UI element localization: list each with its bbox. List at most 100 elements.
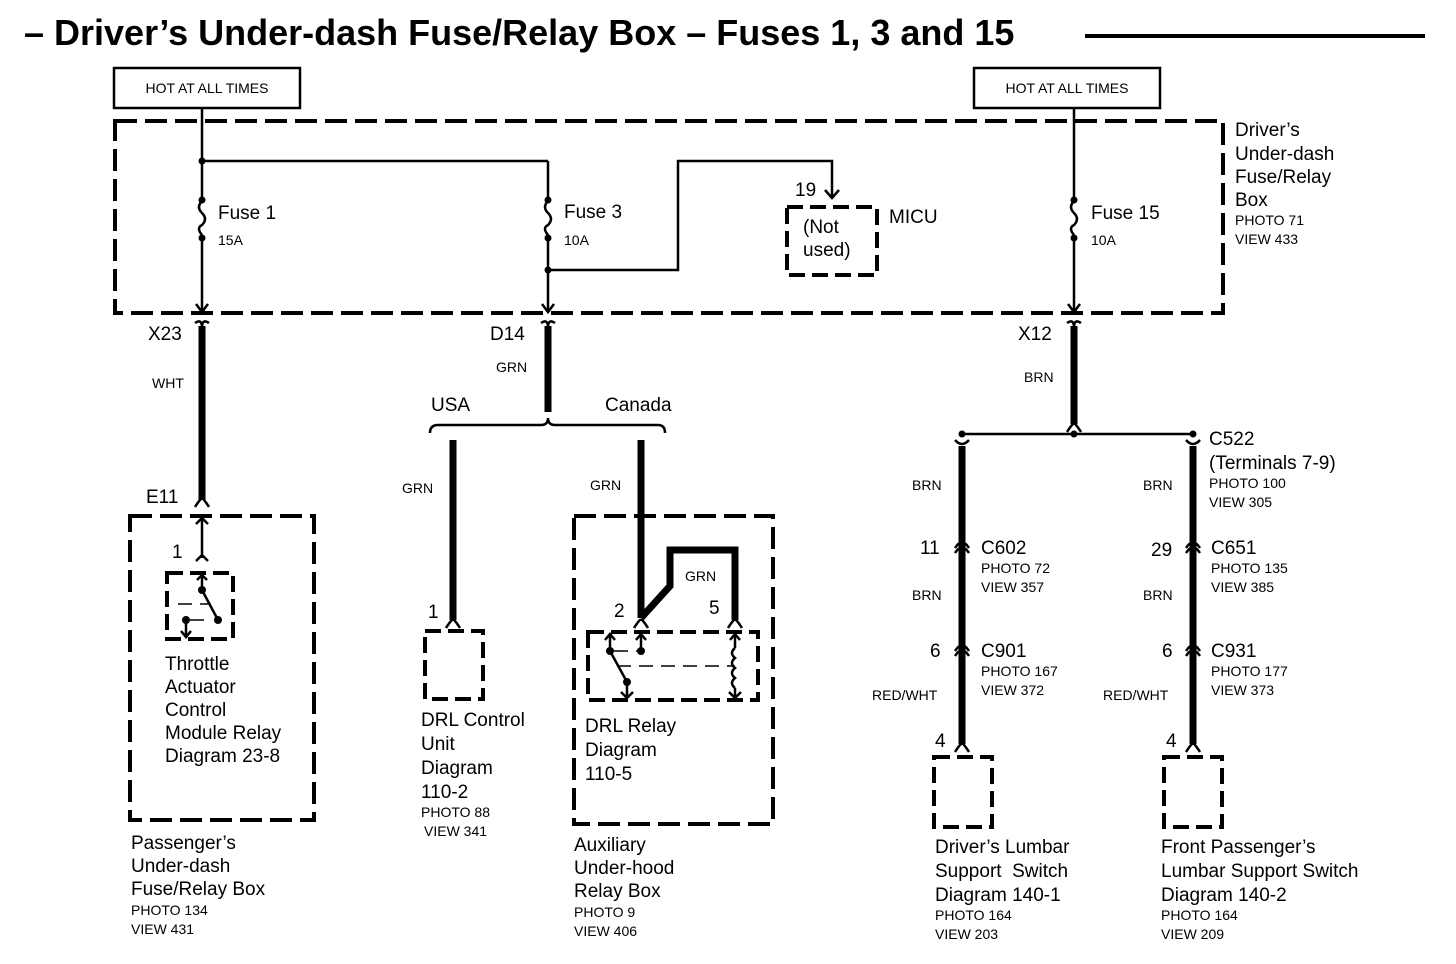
x12-label: X12 — [1018, 324, 1052, 345]
svg-text:11: 11 — [920, 538, 940, 559]
brn-main-label: BRN — [1024, 369, 1054, 385]
micu-label: MICU — [889, 207, 938, 228]
svg-text:DRL Relay: DRL Relay — [585, 716, 677, 737]
svg-text:4: 4 — [935, 731, 946, 752]
svg-text:PHOTO 167: PHOTO 167 — [981, 663, 1058, 679]
svg-text:Diagram 140-2: Diagram 140-2 — [1161, 885, 1287, 906]
svg-text:PHOTO 9: PHOTO 9 — [574, 904, 635, 920]
svg-text:PHOTO 135: PHOTO 135 — [1211, 560, 1288, 576]
svg-text:VIEW 203: VIEW 203 — [935, 926, 998, 942]
drl-relay-component: GRN GRN 2 5 DRL Relay Diagram 110-5 Auxi… — [572, 440, 775, 939]
driver-lumbar-circuit: BRN 11 C602 PHOTO 72 VIEW 357 BRN 6 C901… — [872, 439, 1070, 942]
fuse-1: Fuse 1 15A — [195, 108, 276, 315]
power-label-left: HOT AT ALL TIMES — [112, 66, 302, 110]
e11-label: E11 — [146, 487, 178, 508]
grn-usa-label: GRN — [402, 480, 433, 496]
redwht-right-label: RED/WHT — [1103, 687, 1169, 703]
brn-left-1-label: BRN — [912, 477, 942, 493]
drl-control-unit-component: GRN 1 DRL Control Unit Diagram 110-2 PHO… — [402, 440, 525, 839]
fuse-15: Fuse 15 10A — [1067, 108, 1160, 315]
svg-text:VIEW 373: VIEW 373 — [1211, 682, 1274, 698]
svg-text:Actuator: Actuator — [165, 677, 236, 698]
fuse-1-label: Fuse 1 — [218, 203, 276, 224]
svg-text:Lumbar Support Switch: Lumbar Support Switch — [1161, 861, 1359, 882]
passenger-lumbar-circuit: BRN 29 C651 PHOTO 135 VIEW 385 BRN 6 C93… — [1103, 439, 1359, 942]
c522-connector: C522 (Terminals 7-9) PHOTO 100 VIEW 305 — [1209, 429, 1336, 510]
svg-text:29: 29 — [1151, 540, 1172, 561]
micu-pin: 19 — [795, 180, 816, 201]
svg-text:Support Switch: Support Switch — [935, 861, 1068, 882]
usa-canada-brace — [428, 417, 667, 434]
c602-label: C602 — [981, 538, 1026, 559]
svg-text:Control: Control — [165, 700, 226, 721]
svg-text:VIEW 431: VIEW 431 — [131, 921, 194, 937]
svg-text:PHOTO 164: PHOTO 164 — [935, 907, 1012, 923]
svg-text:Unit: Unit — [421, 734, 456, 755]
svg-text:Under-hood: Under-hood — [574, 858, 674, 879]
brn-left-2-label: BRN — [912, 587, 942, 603]
fuse-15-rating: 10A — [1091, 232, 1117, 248]
c651-label: C651 — [1211, 538, 1256, 559]
diagram-title: – Driver’s Under-dash Fuse/Relay Box – F… — [24, 12, 1014, 53]
svg-text:Under-dash: Under-dash — [131, 856, 230, 877]
svg-text:Throttle: Throttle — [165, 654, 229, 675]
svg-text:(Not: (Not — [803, 217, 840, 238]
svg-text:Diagram 23-8: Diagram 23-8 — [165, 746, 280, 767]
d14-circuit: D14 GRN USA Canada — [428, 320, 672, 434]
svg-text:PHOTO 177: PHOTO 177 — [1211, 663, 1288, 679]
usa-label: USA — [431, 395, 470, 416]
svg-text:PHOTO 88: PHOTO 88 — [421, 804, 490, 820]
fuse-box-label: Driver’s Under-dash Fuse/Relay Box PHOTO… — [1235, 120, 1334, 247]
svg-text:VIEW 305: VIEW 305 — [1209, 494, 1272, 510]
d14-label: D14 — [490, 324, 525, 345]
brn-right-2-label: BRN — [1143, 587, 1173, 603]
drl-relay-pin-2: 2 — [614, 601, 625, 622]
fuse-3: Fuse 3 10A — [541, 161, 622, 315]
svg-text:VIEW 372: VIEW 372 — [981, 682, 1044, 698]
svg-text:Diagram: Diagram — [421, 758, 493, 779]
micu-module: 19 (Not used) MICU — [785, 180, 938, 277]
grn-jumper-label: GRN — [685, 568, 716, 584]
svg-text:PHOTO 100: PHOTO 100 — [1209, 475, 1286, 491]
fuse-15-label: Fuse 15 — [1091, 203, 1160, 224]
svg-text:Box: Box — [1235, 190, 1268, 211]
svg-text:4: 4 — [1166, 731, 1177, 752]
micu-arrow — [824, 189, 840, 200]
x23-label: X23 — [148, 324, 182, 345]
fuse-box-outline — [113, 119, 1225, 315]
grn-main-label: GRN — [496, 359, 527, 375]
x12-circuit: X12 BRN — [958, 320, 1197, 438]
throttle-pin: 1 — [172, 542, 183, 563]
svg-text:6: 6 — [1162, 641, 1173, 662]
micu-feed-wire — [548, 159, 834, 272]
svg-text:Diagram 140-1: Diagram 140-1 — [935, 885, 1061, 906]
x23-circuit: X23 WHT E11 — [146, 320, 211, 508]
svg-text:HOT AT ALL TIMES: HOT AT ALL TIMES — [146, 80, 269, 96]
grn-canada-label: GRN — [590, 477, 621, 493]
svg-text:C522: C522 — [1209, 429, 1254, 450]
c901-label: C901 — [981, 641, 1026, 662]
svg-text:110-2: 110-2 — [421, 782, 468, 803]
svg-text:Fuse/Relay: Fuse/Relay — [1235, 167, 1332, 188]
svg-text:used): used) — [803, 240, 851, 261]
fuse-3-rating: 10A — [564, 232, 590, 248]
svg-text:Fuse/Relay Box: Fuse/Relay Box — [131, 879, 266, 900]
svg-text:HOT AT ALL TIMES: HOT AT ALL TIMES — [1006, 80, 1129, 96]
svg-text:Relay Box: Relay Box — [574, 881, 661, 902]
svg-text:VIEW 209: VIEW 209 — [1161, 926, 1224, 942]
svg-text:PHOTO 164: PHOTO 164 — [1161, 907, 1238, 923]
svg-text:VIEW 385: VIEW 385 — [1211, 579, 1274, 595]
fuse-3-label: Fuse 3 — [564, 202, 622, 223]
svg-text:6: 6 — [930, 641, 941, 662]
svg-text:VIEW 433: VIEW 433 — [1235, 231, 1298, 247]
svg-text:PHOTO 134: PHOTO 134 — [131, 902, 208, 918]
c931-label: C931 — [1211, 641, 1256, 662]
svg-text:Under-dash: Under-dash — [1235, 144, 1334, 165]
svg-text:DRL Control: DRL Control — [421, 710, 525, 731]
svg-text:Module Relay: Module Relay — [165, 723, 282, 744]
svg-text:Driver’s Lumbar: Driver’s Lumbar — [935, 837, 1070, 858]
drl-relay-pin-5: 5 — [709, 598, 720, 619]
svg-text:PHOTO 72: PHOTO 72 — [981, 560, 1050, 576]
power-label-right: HOT AT ALL TIMES — [972, 66, 1162, 110]
